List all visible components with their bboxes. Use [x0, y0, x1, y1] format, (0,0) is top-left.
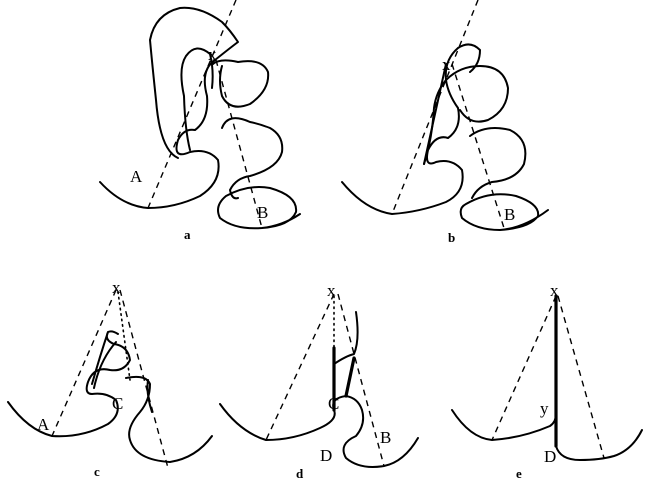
panel-e: x y D e [451, 281, 643, 480]
panel-b-label-x: x [442, 55, 451, 74]
panel-d-dashed-line-a [265, 293, 335, 441]
panel-a-label-B: B [257, 203, 268, 222]
panel-d-label-D: D [320, 446, 332, 465]
panel-e-label-D: D [544, 447, 556, 466]
panel-a: x A B a [99, 0, 301, 242]
panel-e-dashed-line-a [491, 295, 557, 441]
panel-b-outline [341, 43, 549, 231]
panel-b-caption: b [448, 230, 455, 245]
panel-a-label-x: x [208, 45, 217, 64]
panel-b: x B b [341, 0, 549, 245]
panel-d-label-B: B [380, 428, 391, 447]
panel-a-caption: a [184, 227, 191, 242]
panel-d-thick-segment-2 [344, 356, 356, 398]
panel-a-dashed-line-a [147, 0, 237, 209]
panel-d-caption: d [296, 466, 304, 480]
panel-b-label-B: B [504, 205, 515, 224]
panel-e-dashed-line-b [557, 295, 605, 459]
panel-d-label-x: x [327, 281, 336, 300]
panel-c-label-x: x [112, 278, 121, 297]
panel-c-caption: c [94, 464, 100, 479]
panel-e-caption: e [516, 466, 522, 480]
panel-e-label-y: y [540, 399, 549, 418]
panel-c-outline [7, 330, 213, 463]
panel-c: x A C c [7, 278, 213, 479]
panel-d-label-C: C [328, 394, 339, 413]
panel-c-dotted-line [117, 291, 131, 381]
panel-b-dashed-line-a [391, 0, 479, 215]
panel-d-dashed-line-b [337, 293, 385, 467]
panel-d-outline [219, 311, 419, 468]
panel-c-label-C: C [112, 394, 123, 413]
panel-a-outline [99, 6, 301, 230]
panel-d: x C D B d [219, 281, 419, 480]
panel-a-dashed-line-b [215, 59, 263, 229]
panel-a-label-A: A [130, 167, 143, 186]
panel-e-label-x: x [550, 281, 559, 300]
panel-c-label-A: A [37, 415, 50, 434]
panel-b-dashed-line-b [451, 63, 505, 229]
panel-c-dashed-line-b [119, 289, 169, 469]
panel-b-solid-edge [423, 63, 447, 165]
panel-c-dashed-line-a [51, 289, 117, 437]
